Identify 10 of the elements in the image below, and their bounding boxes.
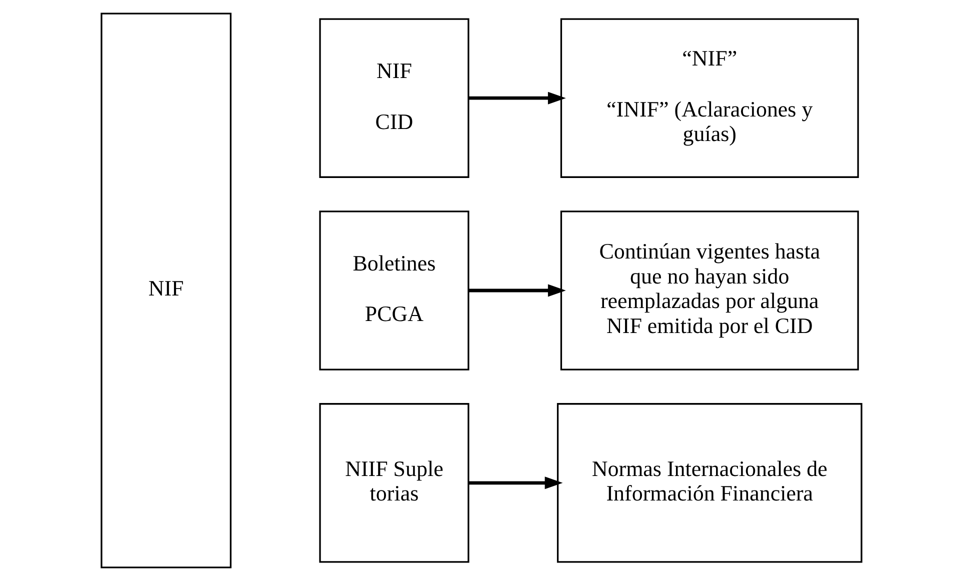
arrow <box>468 476 563 490</box>
node-box: NIF <box>100 12 232 568</box>
node-box: Normas Internacionales de Información Financiera <box>556 403 862 563</box>
node-box: Continúan vigentes hasta que no hayan sido reemplazadas por alguna NIF emitida por el CID <box>560 210 859 370</box>
node-box: NIF CID <box>319 18 470 178</box>
node-box: NIIF Supletorias <box>319 403 470 563</box>
arrow <box>468 92 566 104</box>
node-box: “NIF” “INIF” (Aclaraciones y guías) <box>560 18 859 178</box>
node-box: Boletines PCGA <box>319 210 470 370</box>
arrow <box>468 284 566 297</box>
